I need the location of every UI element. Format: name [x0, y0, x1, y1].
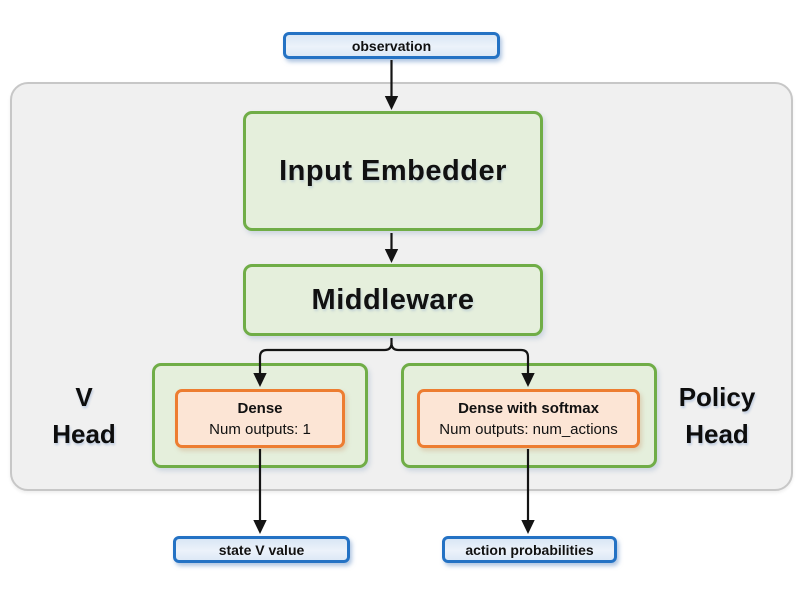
observation-label: observation — [351, 37, 432, 54]
v-dense-subtitle: Num outputs: 1 — [209, 420, 311, 438]
policy-dense-title: Dense with softmax — [458, 399, 599, 417]
policy-head-label-line2: Head — [685, 419, 749, 449]
middleware-node: Middleware — [243, 264, 543, 336]
v-dense-title: Dense — [237, 399, 283, 417]
policy-dense-node: Dense with softmax Num outputs: num_acti… — [417, 389, 640, 448]
middleware-label: Middleware — [311, 283, 475, 316]
action-probabilities-node: action probabilities — [442, 536, 617, 563]
v-dense-node: Dense Num outputs: 1 — [175, 389, 345, 448]
v-head-label-line1: V — [75, 382, 93, 412]
arrowhead-v-dense-to-state-v-value — [253, 520, 267, 534]
action-probabilities-label: action probabilities — [465, 541, 594, 558]
policy-head-label: Policy Head — [660, 378, 774, 454]
policy-dense-subtitle: Num outputs: num_actions — [439, 420, 618, 438]
v-head-label-line2: Head — [52, 419, 116, 449]
state-v-value-node: state V value — [173, 536, 350, 563]
policy-head-label-line1: Policy — [678, 382, 756, 412]
input-embedder-node: Input Embedder — [243, 111, 543, 231]
v-head-label: V Head — [28, 378, 140, 454]
input-embedder-label: Input Embedder — [279, 154, 507, 187]
observation-node: observation — [283, 32, 500, 59]
state-v-value-label: state V value — [218, 541, 305, 558]
arrowhead-policy-dense-to-action-probabilities — [521, 520, 535, 534]
